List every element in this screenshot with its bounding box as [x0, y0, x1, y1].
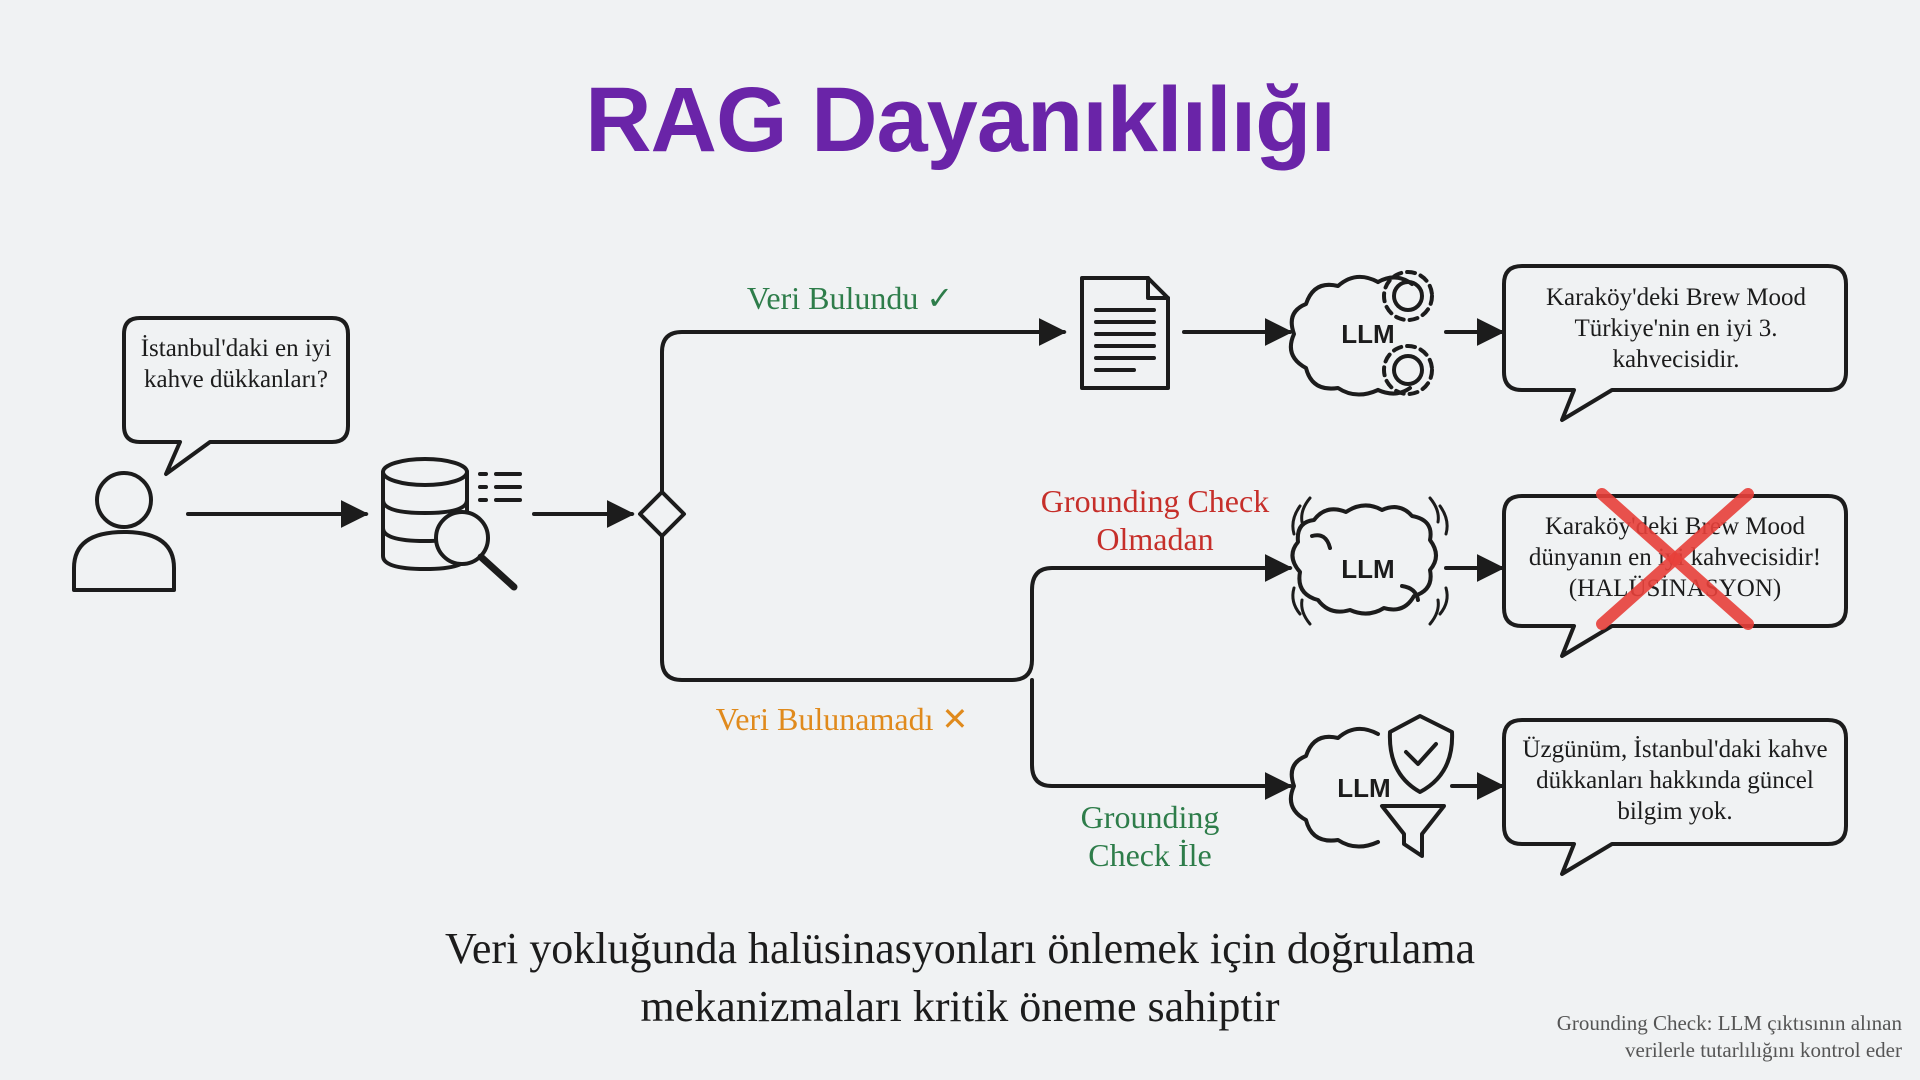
response-bubble-found [1502, 264, 1848, 422]
cross-mark-icon: ✕ [941, 700, 969, 738]
llm-label-1: LLM [1341, 319, 1394, 349]
response-bubble-grounded [1502, 718, 1848, 876]
footnote: Grounding Check: LLM çıktısının alınan v… [1482, 1010, 1902, 1064]
hallucination-line-3: (HALÜSİNASYON) [1568, 575, 1782, 602]
footnote-line-2: verilerle tutarlılığını kontrol eder [1625, 1038, 1902, 1062]
bottom-statement-line-2: mekanizmaları kritik öneme sahiptir [640, 982, 1280, 1031]
branch-found-line [660, 318, 1067, 494]
label-veri-bulunamadi: Veri Bulunamadı ✕ [672, 700, 1012, 738]
branch-not-found-line [660, 534, 1293, 682]
label-grounding-check-olmadan: Grounding Check Olmadan [1040, 483, 1270, 557]
query-text: İstanbul'daki en iyi kahve dükkanları? [140, 335, 332, 393]
llm-brain-gear-icon [1289, 270, 1434, 397]
document-icon [1080, 276, 1170, 390]
llm-label-3: LLM [1337, 773, 1390, 803]
bottom-statement: Veri yokluğunda halüsinasyonları önlemek… [160, 920, 1760, 1036]
hallucination-cross-icon [1596, 488, 1754, 630]
response-grounded-text: Üzgünüm, İstanbul'daki kahve dükkanları … [1522, 736, 1828, 825]
decision-diamond [638, 490, 686, 538]
query-bubble [122, 316, 350, 476]
llm-label-2: LLM [1341, 554, 1394, 584]
label-veri-bulundu: Veri Bulundu ✓ [690, 279, 1010, 317]
llm-brain-shield-filter-icon [1289, 714, 1455, 858]
response-found-text: Karaköy'deki Brew Mood Türkiye'nin en iy… [1546, 284, 1806, 373]
llm-brain-vibrating-icon [1290, 496, 1449, 626]
footnote-line-1: Grounding Check: LLM çıktısının alınan [1556, 1011, 1902, 1035]
check-mark-icon: ✓ [926, 279, 954, 317]
response-bubble-hallucination [1502, 494, 1848, 658]
hallucination-line-1: Karaköy'deki Brew Mood [1545, 513, 1805, 540]
database-search-icon [381, 457, 522, 591]
response-hallucination-text: Karaköy'deki Brew Mood dünyanın en iyi k… [1508, 511, 1842, 604]
page-title: RAG Dayanıklılığı [585, 69, 1336, 171]
bottom-statement-line-1: Veri yokluğunda halüsinasyonları önlemek… [444, 924, 1476, 973]
user-icon [72, 471, 176, 592]
veri-bulunamadi-text: Veri Bulunamadı [715, 701, 934, 737]
branch-grounded-line [1030, 678, 1293, 800]
label-grounding-check-ile: Grounding Check İle [1080, 799, 1220, 873]
veri-bulundu-text: Veri Bulundu [746, 280, 919, 316]
